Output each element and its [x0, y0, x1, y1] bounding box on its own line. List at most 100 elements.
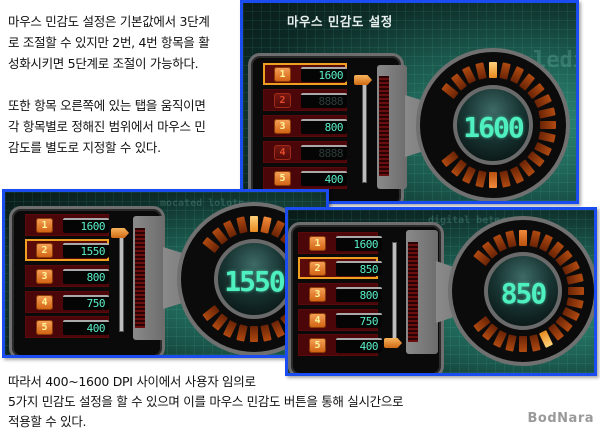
dial-segment	[489, 172, 497, 188]
dial-segment	[505, 230, 517, 249]
row-number-button[interactable]: 5	[36, 320, 53, 335]
row-number-button[interactable]: 4	[274, 145, 291, 160]
dpi-dial: 1600	[416, 48, 570, 201]
outro-paragraph: 따라서 400~1600 DPI 사이에서 사용자 임의로 5가지 민감도 설정…	[8, 372, 404, 432]
outro-line: 5가지 민감도 설정을 할 수 있으며 이를 마우스 민감도 버튼을 통해 실시…	[8, 394, 404, 409]
intro-line: 감도를 별도로 지정할 수 있다.	[8, 140, 161, 155]
dial-dpi-value: 1600	[463, 111, 524, 144]
row-number-button[interactable]: 5	[274, 171, 291, 186]
dpi-value-display: 750	[63, 295, 109, 310]
dpi-value-display: 400	[63, 320, 109, 335]
dial-segment	[223, 319, 238, 338]
background-decoration: digital betecom	[428, 215, 519, 226]
row-number-button[interactable]: 3	[274, 119, 291, 134]
dpi-value-display: 400	[336, 338, 382, 353]
dpi-row-1[interactable]: 1 1600	[263, 63, 347, 85]
dpi-slider-track[interactable]	[362, 81, 367, 183]
dpi-value-display: 8888	[301, 93, 347, 108]
dpi-value-display: 1600	[336, 236, 382, 251]
dial-segment	[529, 333, 541, 352]
dpi-value-display: 850	[336, 261, 382, 276]
connector-comb	[379, 76, 389, 176]
intro-line: 성화시키면 5단계로 조절이 가능하다.	[8, 56, 199, 71]
dpi-slider-thumb[interactable]	[111, 228, 129, 238]
dial-segment	[236, 323, 248, 342]
dpi-row-1[interactable]: 1 1600	[298, 232, 382, 254]
dial-segment	[519, 230, 527, 246]
dial-segment	[565, 273, 584, 285]
dial-segment	[499, 62, 511, 81]
dial-display: 1600	[453, 85, 533, 165]
dial-segment	[250, 326, 258, 342]
intro-line: 또한 항목 오른쪽에 있는 탭을 움직이면	[8, 98, 206, 113]
dpi-value-display: 800	[63, 269, 109, 284]
dpi-slider-track[interactable]	[119, 230, 124, 332]
dial-segment	[565, 297, 584, 309]
row-number-button[interactable]: 2	[274, 93, 291, 108]
intro-line: 로 조절할 수 있지만 2번, 4번 항목을 활	[8, 35, 210, 50]
row-number-button[interactable]: 1	[309, 236, 326, 251]
dpi-row-3[interactable]: 3 800	[25, 265, 109, 287]
dpi-row-1[interactable]: 1 1600	[25, 214, 109, 236]
dial-segment	[462, 165, 477, 184]
row-number-button[interactable]: 3	[36, 269, 53, 284]
row-number-button[interactable]: 3	[309, 287, 326, 302]
dpi-slider-thumb[interactable]	[354, 75, 372, 85]
sensitivity-panel-3: digital betecom 1 1600 2 850 3 800 4 750…	[285, 207, 597, 376]
dpi-dial: 850	[448, 216, 594, 366]
dpi-value-display: 800	[336, 287, 382, 302]
dpi-row-2[interactable]: 2 1550	[25, 239, 109, 261]
dpi-value-display: 1600	[63, 218, 109, 233]
dpi-row-4[interactable]: 4 750	[25, 291, 109, 313]
sensitivity-panel-2: mocated lolotp 1 1600 2 1550 3 800 4 750…	[2, 189, 329, 358]
dpi-value-display: 800	[301, 119, 347, 134]
dpi-slider-thumb[interactable]	[384, 338, 402, 348]
dial-segment	[492, 329, 508, 348]
connector-comb	[135, 228, 145, 328]
outro-line: 따라서 400~1600 DPI 사이에서 사용자 임의로	[8, 374, 256, 389]
row-number-button[interactable]: 2	[309, 261, 326, 276]
dpi-value-display: 8888	[301, 145, 347, 160]
row-number-button[interactable]: 5	[309, 338, 326, 353]
dpi-value-display: 750	[336, 313, 382, 328]
intro-line: 마우스 민감도 설정은 기본값에서 3단계	[8, 14, 210, 29]
dpi-slider-track[interactable]	[392, 242, 397, 344]
dial-segment	[561, 260, 580, 276]
connector-comb	[408, 242, 418, 342]
bodnara-watermark-logo: BodNara	[527, 411, 594, 426]
dpi-row-5[interactable]: 5 400	[25, 316, 109, 338]
dial-dpi-value: 1550	[224, 265, 285, 298]
dial-segment	[505, 333, 517, 352]
dpi-row-4[interactable]: 4 750	[298, 309, 382, 331]
intro-paragraph: 마우스 민감도 설정은 기본값에서 3단계 로 조절할 수 있지만 2번, 4번…	[8, 11, 210, 158]
sensitivity-panel-1: 마우스 민감도 설정 ledi 1 1600 2 8888 3 800 4 88…	[240, 0, 579, 204]
dpi-row-4[interactable]: 4 8888	[263, 141, 347, 163]
dpi-row-2[interactable]: 2 8888	[263, 89, 347, 111]
intro-line	[8, 74, 210, 95]
dial-display: 1550	[214, 239, 294, 319]
dial-segment	[489, 62, 497, 78]
background-decoration: mocated lolotp	[160, 198, 245, 209]
dpi-row-3[interactable]: 3 800	[298, 283, 382, 305]
dpi-row-3[interactable]: 3 800	[263, 115, 347, 137]
dial-segment	[499, 169, 511, 188]
dial-segment	[475, 62, 487, 81]
dpi-row-5[interactable]: 5 400	[263, 167, 347, 189]
dial-segment	[529, 230, 541, 249]
row-number-button[interactable]: 2	[36, 243, 53, 258]
dial-dpi-value: 850	[500, 277, 548, 310]
dial-segment	[537, 131, 556, 143]
dial-segment	[236, 216, 248, 235]
row-number-button[interactable]: 4	[309, 313, 326, 328]
dpi-value-display: 1550	[63, 243, 109, 258]
dpi-value-display: 400	[301, 171, 347, 186]
row-number-button[interactable]: 4	[36, 295, 53, 310]
dpi-row-5[interactable]: 5 400	[298, 334, 382, 356]
intro-line: 각 항목별로 정해진 범위에서 마우스 민	[8, 119, 206, 134]
dial-segment	[519, 336, 527, 352]
dpi-row-2[interactable]: 2 850	[298, 257, 382, 279]
row-number-button[interactable]: 1	[36, 218, 53, 233]
dial-segment	[260, 216, 272, 235]
dial-segment	[533, 94, 552, 109]
row-number-button[interactable]: 1	[274, 67, 291, 82]
